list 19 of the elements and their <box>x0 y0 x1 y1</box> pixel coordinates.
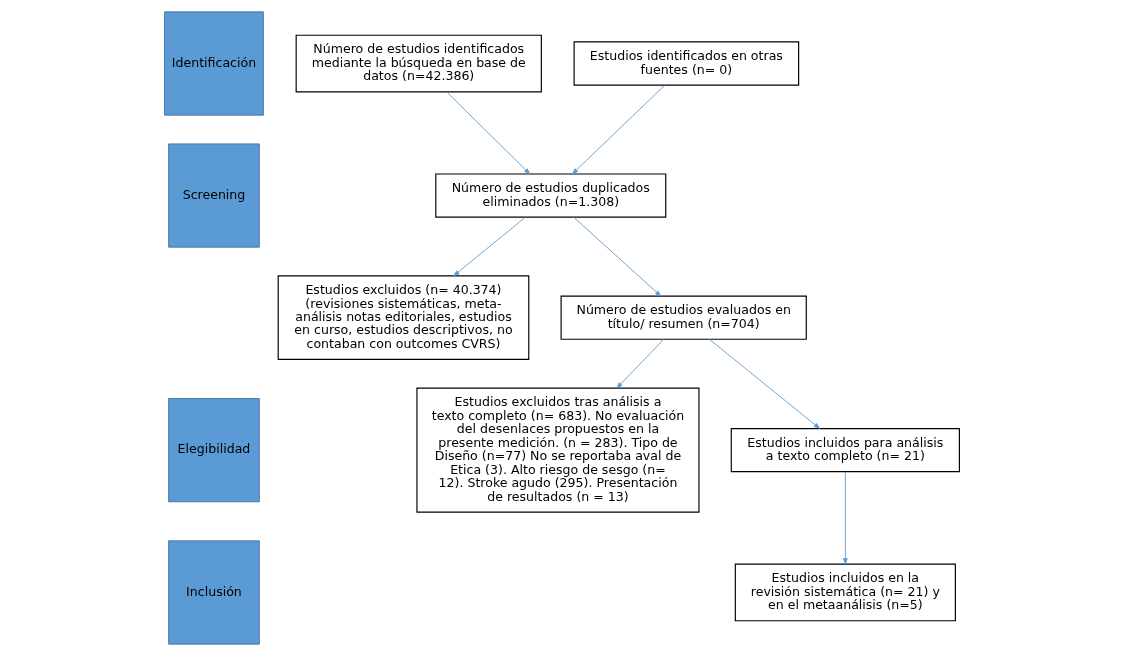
arrow <box>708 338 821 429</box>
arrow <box>453 216 526 277</box>
arrow <box>843 471 848 565</box>
node-box: Estudios incluidos para análisis a texto completo (n= 21) <box>730 428 960 473</box>
node-box: Estudios incluidos en la revisión sistemática (n= 21) y en el metaanálisis (n=5) <box>734 563 956 622</box>
node-box: Screening <box>168 143 260 248</box>
node-box: Inclusión <box>168 540 260 645</box>
node-box: Elegibilidad <box>168 398 260 503</box>
arrow <box>573 216 662 297</box>
node-box: Estudios excluidos tras análisis a texto completo (n= 683). No evaluación del desenlaces propuestos en la presente medición. (n = 283). Tipo de Diseño (n=77) No se reportaba aval de Etica (3). Alto riesgo de sesgo (n= 12). Stroke agudo (295). Presentación de resultados (n = 13) <box>416 387 700 513</box>
arrow <box>572 84 666 175</box>
arrow <box>616 338 665 389</box>
node-box: Estudios identificados en otras fuentes (n= 0) <box>573 41 800 86</box>
node-box: Estudios excluidos (n= 40.374) (revisiones sistemáticas, meta-análisis notas editoriales, estudios en curso, estudios descriptivos, no contaban con outcomes CVRS) <box>277 275 530 360</box>
arrow <box>446 91 531 175</box>
node-box: Número de estudios duplicados eliminados (n=1.308) <box>435 173 667 218</box>
node-box: Número de estudios identificados mediante la búsqueda en base de datos (n=42.386) <box>295 34 542 93</box>
node-box: Número de estudios evaluados en título/ resumen (n=704) <box>560 295 807 340</box>
node-box: Identificación <box>164 11 264 116</box>
